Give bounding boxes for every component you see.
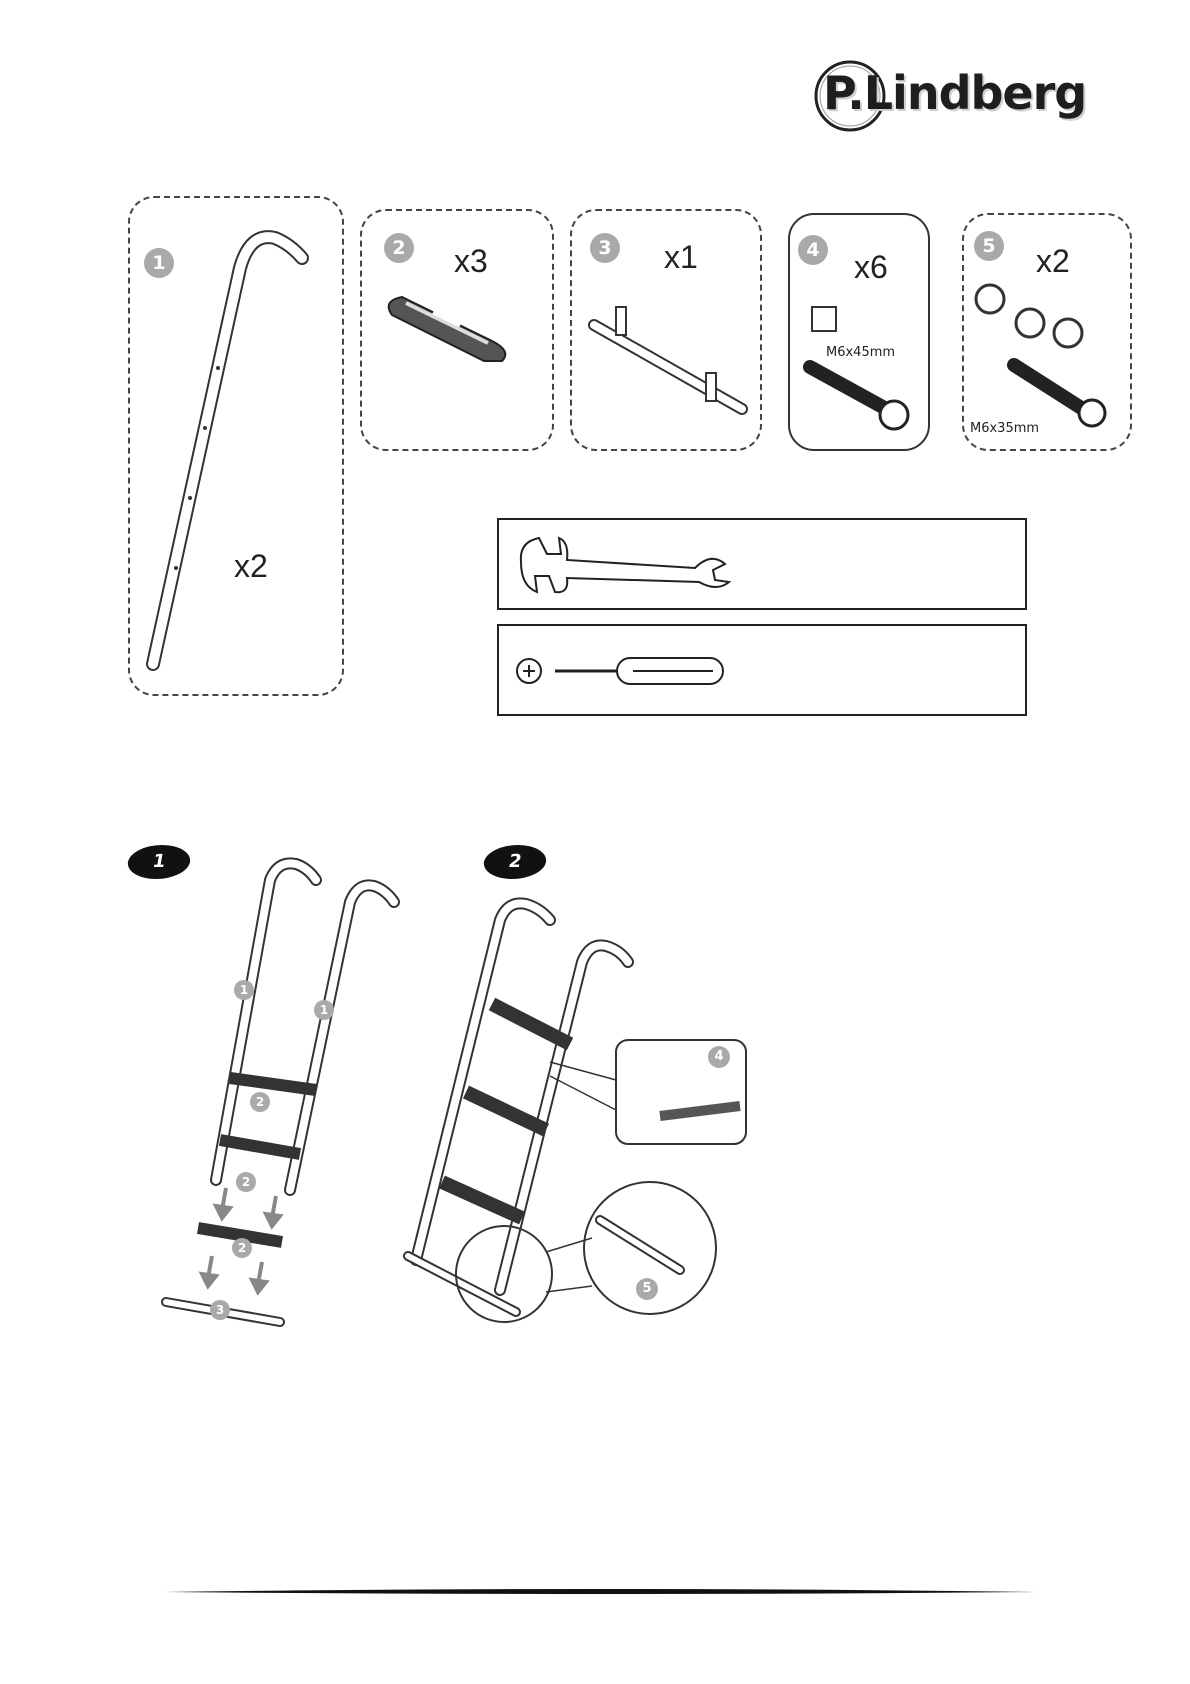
upright-tube-icon (130, 198, 342, 694)
part-5-box: 5 x2 M6x35mm (962, 213, 1132, 451)
part-callout: 2 (250, 1092, 270, 1112)
screwdriver-icon (499, 626, 1025, 714)
part-4-box: 4 x6 M6x45mm (788, 213, 930, 451)
part-callout: 2 (236, 1172, 256, 1192)
part-3-box: 3 x1 (570, 209, 762, 451)
part-1-box: 1 x2 (128, 196, 344, 696)
bolt-nut-washer-icon (964, 215, 1130, 449)
part-callout: 3 (210, 1300, 230, 1320)
wrench-icon (499, 520, 1025, 608)
brand-logo: P.Lindberg (815, 58, 1105, 140)
step-2-illustration (400, 880, 760, 1360)
part-2-box: 2 x3 (360, 209, 554, 451)
screwdriver-tool-box (497, 624, 1027, 716)
part-callout: 2 (232, 1238, 252, 1258)
part-callout: 1 (314, 1000, 334, 1020)
footer-rule (165, 1588, 1035, 1593)
step-tread-icon (362, 211, 552, 449)
bolt-and-nut-icon (790, 215, 928, 449)
wrench-tool-box (497, 518, 1027, 610)
part-callout: 1 (234, 980, 254, 1000)
bottom-bar-icon (572, 211, 760, 449)
part-callout: 5 (636, 1278, 658, 1300)
part-callout: 4 (708, 1046, 730, 1068)
logo-text: P.Lindberg (823, 66, 1086, 120)
